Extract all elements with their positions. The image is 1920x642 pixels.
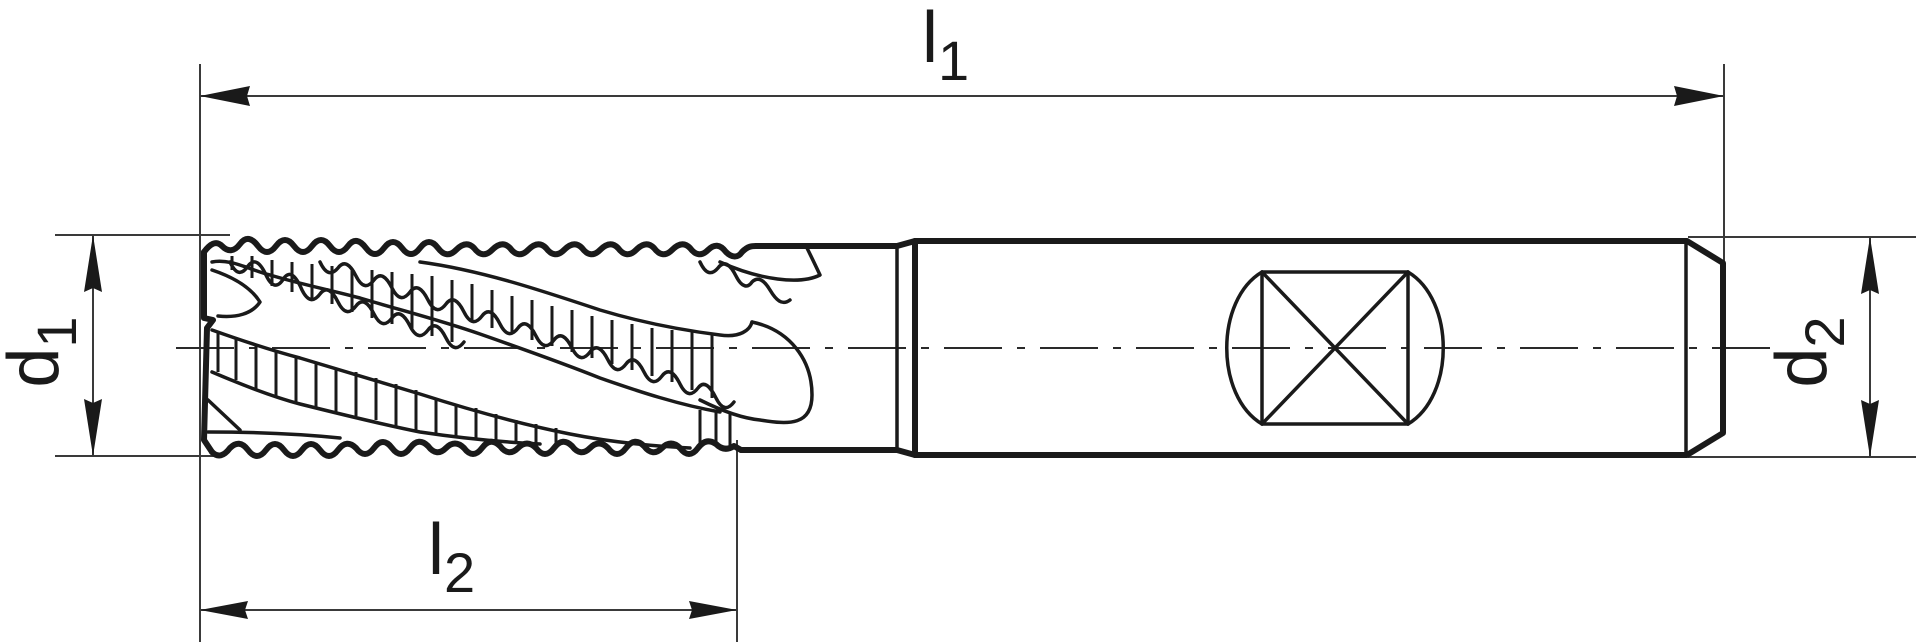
flat-marking-symbol (1225, 270, 1445, 426)
dimension-d2 (1861, 237, 1879, 457)
dimension-l2 (200, 601, 737, 619)
label-l1: l1 (922, 0, 970, 92)
extension-lines (55, 64, 1916, 642)
shank (895, 238, 1726, 458)
cutting-portion (201, 236, 792, 459)
dimension-l1 (200, 86, 1724, 106)
neck (698, 238, 918, 458)
dimension-d1 (84, 235, 102, 456)
label-l2: l2 (428, 510, 476, 604)
label-d1: d1 (0, 316, 88, 388)
label-d2: d2 (1762, 316, 1856, 388)
flute-hatching (216, 256, 732, 448)
